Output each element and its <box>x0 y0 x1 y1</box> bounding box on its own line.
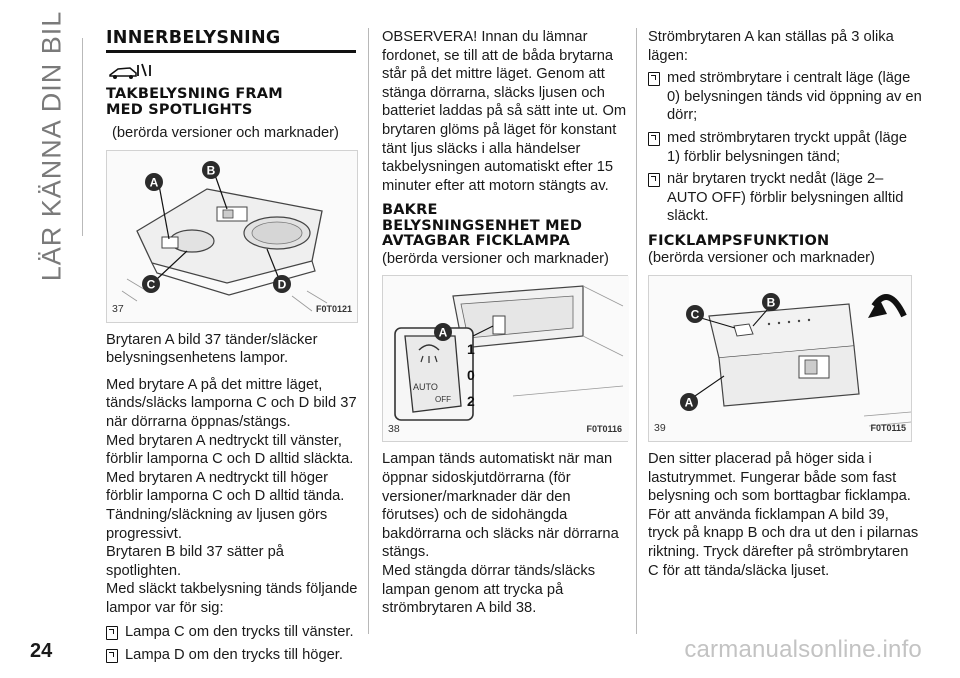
position-label: 2 <box>467 393 475 409</box>
figure-number: 37 <box>112 303 124 315</box>
bullet-marker <box>648 131 660 146</box>
bullet-marker <box>648 72 660 87</box>
subsection-heading: TAKBELYSNING FRAM MED SPOTLIGHTS <box>106 86 358 118</box>
subheading-line: MED SPOTLIGHTS <box>106 101 253 118</box>
svg-text:B: B <box>767 296 776 310</box>
callout-label: A <box>680 393 698 412</box>
callout-label: A <box>434 323 452 342</box>
paragraph: Med brytaren A nedtryckt till vänster, f… <box>106 432 354 468</box>
figure-number: 38 <box>388 422 400 435</box>
column-2-body: Lampan tänds automatiskt när man öppnar … <box>382 450 628 617</box>
paragraph: Med släckt takbelysning tänds följande l… <box>106 581 358 616</box>
paragraph: Strömbrytaren A kan ställas på 3 olika l… <box>648 29 894 64</box>
bullet-item: Lampa C om den trycks till vänster. <box>106 623 358 642</box>
bullet-marker <box>648 173 660 188</box>
flashlight-illustration: C B A <box>649 276 912 442</box>
section-heading: INNERBELYSNING <box>106 28 281 48</box>
page-number: 24 <box>30 640 53 662</box>
column-2: OBSERVERA! Innan du lämnar fordonet, se … <box>382 28 629 618</box>
paragraph: Med stängda dörrar tänds/släcks lampan g… <box>382 563 596 617</box>
paragraph: Med brytaren A nedtryckt till höger förb… <box>106 469 345 505</box>
column-divider <box>368 28 369 634</box>
subheading-line: TAKBELYSNING FRAM <box>106 86 283 102</box>
bullet-text: med strömbrytaren tryckt uppåt (läge 1) … <box>667 129 907 165</box>
column-divider <box>636 28 637 634</box>
figure-number: 39 <box>654 422 666 435</box>
bullet-item: med strömbrytaren tryckt uppåt (läge 1) … <box>648 129 922 166</box>
callout-label: A <box>145 172 163 191</box>
subheading-line: BAKRE <box>382 202 438 219</box>
overhead-light-illustration: A B C D <box>107 150 357 322</box>
bullet-item: med strömbrytare i centralt läge (läge 0… <box>648 69 922 125</box>
paragraph: Med brytare A på det mittre läget, tänds… <box>106 376 357 430</box>
position-label: 0 <box>467 367 475 383</box>
watermark: carmanualsonline.info <box>684 636 922 663</box>
callout-label: D <box>273 274 291 293</box>
bullet-item: Lampa D om den trycks till höger. <box>106 646 358 665</box>
chapter-side-title-text: LÄR KÄNNA DIN BIL <box>36 10 67 282</box>
version-note: (berörda versioner och marknader) <box>112 125 339 141</box>
svg-text:D: D <box>278 277 287 291</box>
column-1-body: Brytaren A bild 37 tänder/släcker belysn… <box>106 331 358 665</box>
bullet-text: Lampa D om den trycks till höger. <box>125 647 343 664</box>
figure-37: A B C D 37 F0T0121 <box>106 149 358 323</box>
bullet-marker <box>106 649 118 664</box>
svg-text:B: B <box>207 163 216 177</box>
subheading-line: AVTAGBAR FICKLAMPA <box>382 233 571 250</box>
rear-light-illustration: AUTO OFF A 1 0 2 <box>383 276 629 442</box>
bullet-item: när brytaren tryckt nedåt (läge 2– AUTO … <box>648 170 922 226</box>
svg-text:A: A <box>685 396 694 410</box>
heading-rule <box>106 50 356 53</box>
svg-text:C: C <box>147 277 156 291</box>
subheading-line: BELYSNINGSENHET MED <box>382 217 583 234</box>
paragraph: Lampan tänds automatiskt när man öppnar … <box>382 451 619 561</box>
bullet-text: med strömbrytare i centralt läge (läge 0… <box>667 70 922 124</box>
bullet-text: Lampa C om den trycks till vänster. <box>125 623 354 640</box>
callout-label: C <box>686 305 704 324</box>
svg-text:A: A <box>150 175 159 189</box>
position-label: 1 <box>467 341 475 357</box>
bullet-marker <box>106 625 118 640</box>
column-3-body: Den sitter placerad på höger sida i last… <box>648 450 922 580</box>
svg-text:A: A <box>439 326 448 340</box>
paragraph: Brytaren B bild 37 sätter på spotlighten… <box>106 544 284 579</box>
figure-39: C B A 39 F0T0115 <box>648 275 912 443</box>
car-light-icon <box>106 59 358 81</box>
paragraph: För att använda ficklampan A bild 39, tr… <box>648 506 919 579</box>
figure-38: AUTO OFF A 1 0 2 38 F0T0116 <box>382 275 629 443</box>
auto-label: AUTO <box>413 382 438 392</box>
callout-label: B <box>762 293 780 312</box>
paragraph: Tändning/släckning av ljusen görs progre… <box>106 506 328 542</box>
side-divider <box>82 38 83 236</box>
bullet-text: när brytaren tryckt nedåt (läge 2– AUTO … <box>667 171 904 225</box>
version-note: (berörda versioner och marknader) <box>648 250 875 267</box>
callout-label: B <box>202 160 220 179</box>
figure-code: F0T0115 <box>870 423 906 434</box>
column-1: INNERBELYSNING TAKBELYSNING FRAM MED SPO… <box>106 28 358 665</box>
warning-paragraph: OBSERVERA! Innan du lämnar fordonet, se … <box>382 29 627 194</box>
paragraph: Brytaren A bild 37 tänder/släcker belysn… <box>106 331 318 367</box>
column-3: Strömbrytaren A kan ställas på 3 olika l… <box>648 28 922 580</box>
subsection-heading: BAKRE BELYSNINGSENHET MED AVTAGBAR FICKL… <box>382 203 628 250</box>
svg-text:C: C <box>691 308 700 322</box>
off-label: OFF <box>435 395 451 404</box>
figure-code: F0T0121 <box>315 304 352 314</box>
version-note: (berörda versioner och marknader) <box>382 250 609 267</box>
callout-label: C <box>142 274 160 293</box>
figure-code: F0T0116 <box>586 423 622 434</box>
chapter-side-title: LÄR KÄNNA DIN BIL <box>32 11 72 282</box>
subsection-heading: FICKLAMPSFUNKTION <box>648 232 830 249</box>
paragraph: Den sitter placerad på höger sida i last… <box>648 451 911 505</box>
